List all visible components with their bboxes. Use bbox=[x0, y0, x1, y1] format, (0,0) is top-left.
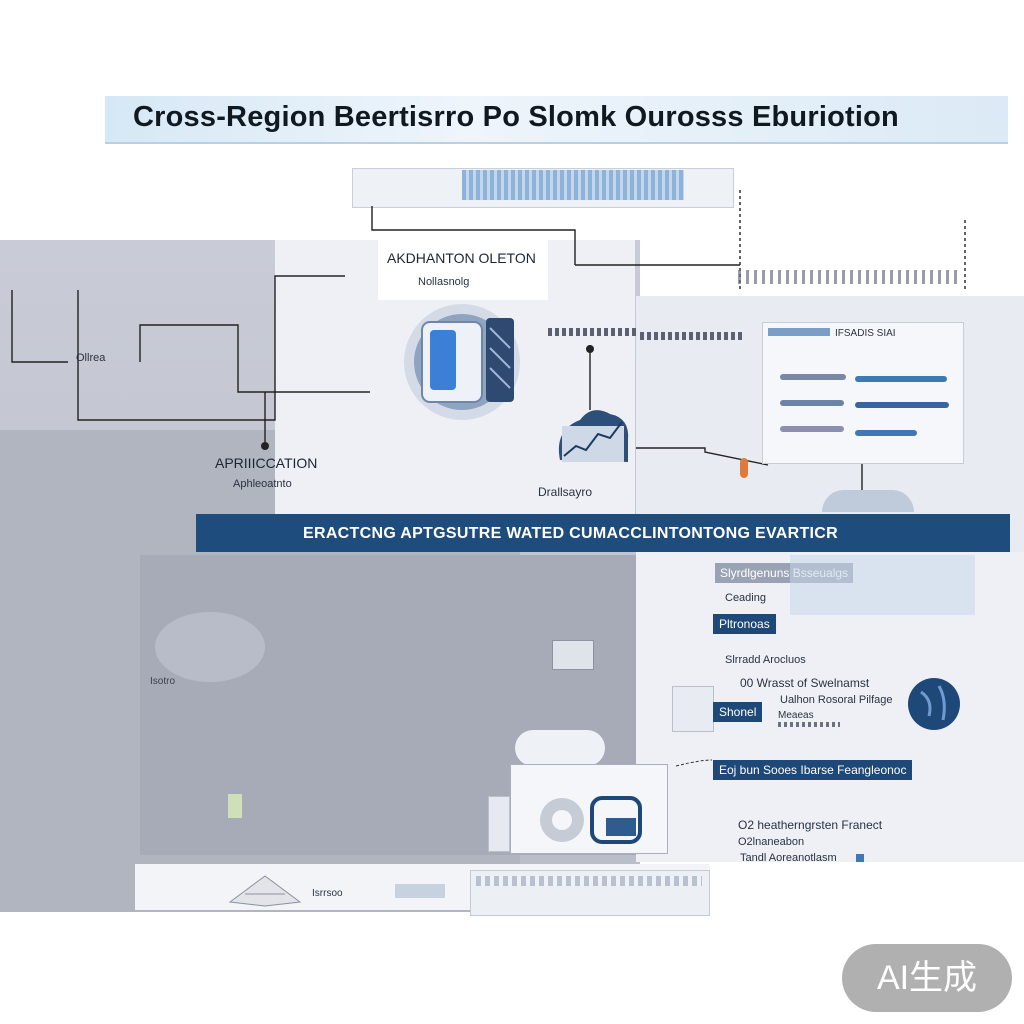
small-device-icon bbox=[552, 640, 594, 670]
network-node-icon bbox=[672, 686, 714, 732]
flame-icon bbox=[740, 458, 748, 478]
faded-label-strip bbox=[738, 270, 960, 284]
application-node-sub: Aphleoatnto bbox=[233, 478, 292, 490]
section-banner bbox=[196, 514, 1010, 552]
left-node-label: Ollrea bbox=[76, 352, 106, 364]
dash-bar-3a bbox=[780, 426, 844, 432]
cloud-chart-icon bbox=[558, 410, 629, 462]
dome-shape bbox=[822, 490, 914, 512]
cloud-node-label: Drallsayro bbox=[538, 485, 593, 499]
list-item-5-box: Shonel bbox=[713, 702, 763, 722]
lower-side-unit bbox=[488, 796, 510, 852]
bottom-hardware-icon bbox=[228, 875, 302, 907]
small-green-marker bbox=[228, 794, 242, 818]
ai-generated-badge: AI生成 bbox=[842, 944, 1012, 1012]
dash-bar-2b bbox=[855, 402, 949, 408]
security-gear-icon bbox=[540, 796, 642, 844]
faded-cloud-1 bbox=[155, 612, 265, 682]
application-node-heading: APRIIICCATION bbox=[215, 455, 318, 471]
top-device-screen bbox=[462, 170, 684, 200]
bottom-tag bbox=[395, 884, 445, 898]
right-dashboard-screen bbox=[762, 322, 964, 464]
right-header-stripe bbox=[768, 328, 830, 336]
list-item-2-box: Pltronoas bbox=[713, 614, 776, 634]
diagram-title: Cross-Region Beertisrro Po Slomk Ourosss… bbox=[133, 101, 899, 133]
lower-left-label: Isotro bbox=[150, 676, 176, 687]
globe-icon bbox=[908, 678, 960, 730]
center-node-heading: AKDHANTON OLETON bbox=[387, 250, 536, 266]
right-header-label: IFSADIS SIAI bbox=[835, 328, 896, 339]
list-item-5-tag: Meaeas bbox=[778, 710, 814, 721]
dash-bar-1b bbox=[855, 376, 947, 382]
list-item-7-line1: O2 heatherngrsten Franect bbox=[738, 818, 883, 832]
list-item-6-box: Eoj bun Sooes Ibarse Feangleonoc bbox=[713, 760, 913, 780]
list-item-7-marker bbox=[856, 854, 864, 862]
list-item-7-line3: Tandl Aoreanotlasm bbox=[740, 852, 837, 864]
list-item-3-label: Slrradd Arocluos bbox=[725, 654, 806, 666]
dash-bar-3b bbox=[855, 430, 917, 436]
dash-bar-2a bbox=[780, 400, 844, 406]
dashed-label-strip bbox=[548, 328, 636, 336]
bottom-label: Isrrsoo bbox=[312, 888, 343, 899]
right-blue-glow bbox=[790, 555, 975, 615]
list-item-5-dash bbox=[778, 722, 840, 727]
section-banner-text: ERACTCNG APTGSUTRE WATED CUMACCLINTONTON… bbox=[303, 525, 838, 542]
server-icon bbox=[404, 304, 520, 420]
center-node-card bbox=[378, 232, 548, 300]
bottom-device-vents bbox=[476, 876, 702, 886]
dashed-label-strip-2 bbox=[640, 332, 745, 340]
list-item-7-line2: O2lnaneabon bbox=[738, 836, 805, 848]
title-bar bbox=[105, 96, 1008, 144]
cloud-lower bbox=[515, 730, 605, 766]
list-item-4-sub: Ualhon Rosoral Pilfage bbox=[780, 694, 893, 706]
list-item-1-sub: Ceading bbox=[725, 592, 766, 604]
center-node-sub: Nollasnolg bbox=[418, 276, 470, 288]
dash-bar-1a bbox=[780, 374, 846, 380]
list-item-4-label: 00 Wrasst of Swelnamst bbox=[740, 676, 870, 690]
